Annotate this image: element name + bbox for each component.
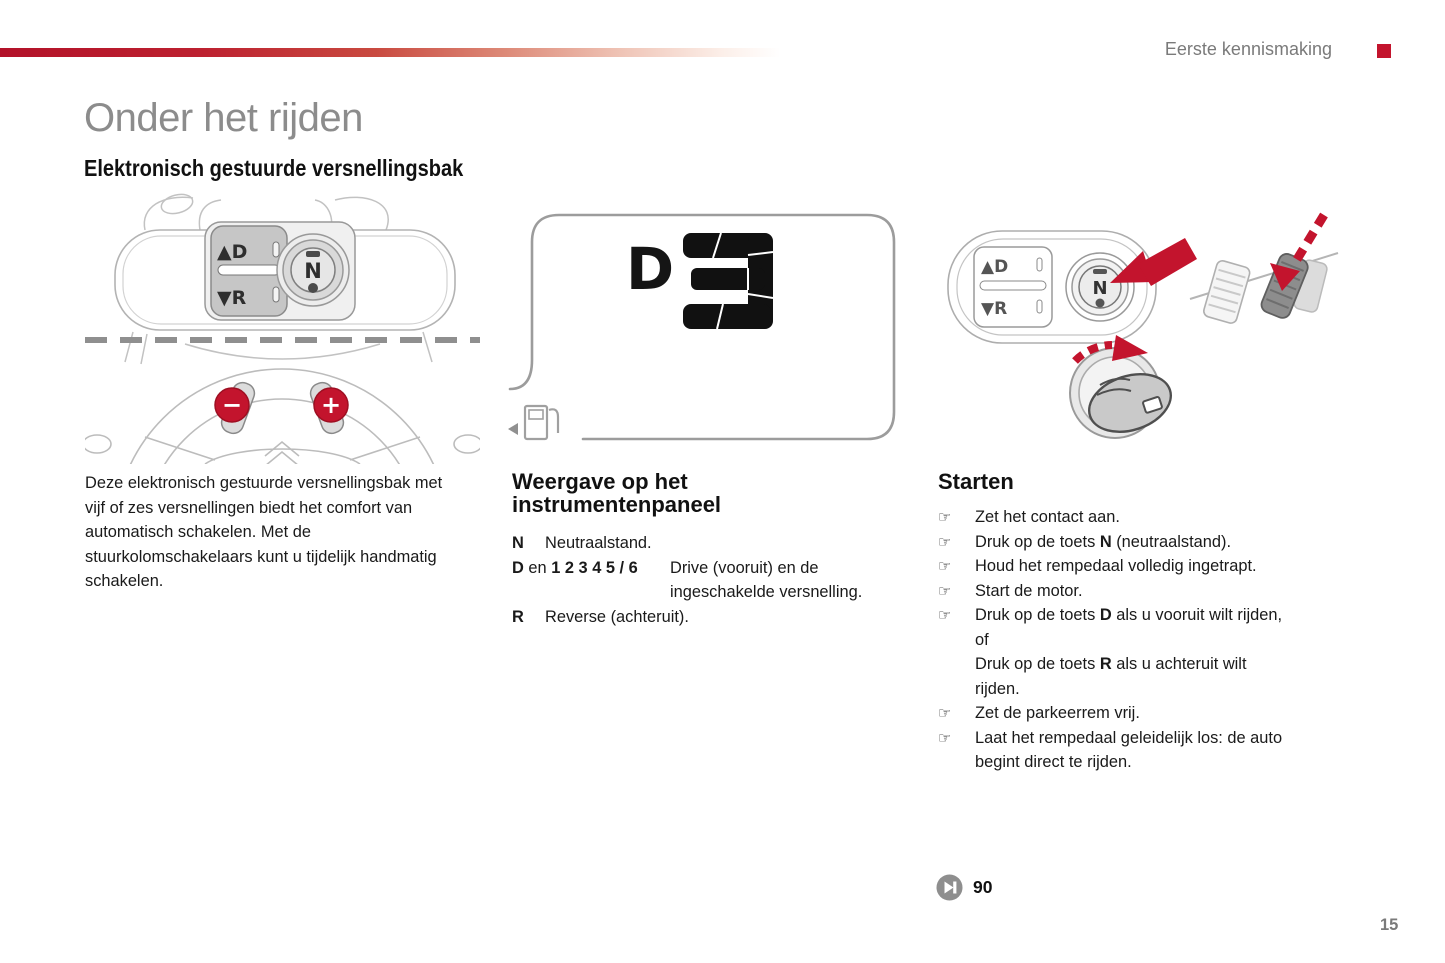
- page-title: Onder het rijden: [84, 96, 363, 140]
- list-item: ☞ Druk op de toets D als u vooruit wilt …: [938, 603, 1338, 701]
- page-number: 15: [1380, 916, 1399, 934]
- reverse-indicator: [272, 286, 280, 303]
- gear-letter-display: D: [626, 235, 674, 303]
- pointing-hand-icon: ☞: [938, 557, 952, 575]
- turn-key-arrow-icon: [1072, 341, 1113, 364]
- lock-icon: [308, 283, 318, 293]
- legend-definition: Reverse (achteruit).: [545, 607, 689, 626]
- legend-row-reverse: R Reverse (achteruit).: [512, 605, 904, 630]
- pedals-drawing: [1189, 212, 1339, 324]
- ignition-key-drawing: [1069, 335, 1173, 439]
- legend-row-neutral: N Neutraalstand.: [512, 531, 904, 556]
- list-item: ☞ Houd het rempedaal volledig ingetrapt.: [938, 554, 1338, 579]
- drive-button-label: ▲D: [217, 241, 247, 263]
- fuel-pump-icon: [508, 404, 560, 441]
- list-item: ☞ Start de motor.: [938, 579, 1338, 604]
- list-item: ☞ Zet het contact aan.: [938, 505, 1338, 530]
- gear-selector-panel: ▲D ▼R N: [204, 221, 356, 321]
- neutral-knob-label: N: [304, 259, 322, 283]
- plus-icon: +: [321, 391, 341, 419]
- page-subtitle: Elektronisch gestuurde versnellingsbak: [84, 155, 464, 181]
- press-n-arrow-icon: [1110, 238, 1197, 286]
- starting-steps-list: ☞ Zet het contact aan. ☞ Druk op de toet…: [938, 505, 1338, 775]
- legend-definition: Drive (vooruit) en de ingeschakelde vers…: [670, 558, 863, 602]
- neutral-knob-label: N: [1092, 278, 1107, 299]
- starting-section-heading: Starten: [938, 469, 1014, 494]
- display-section-heading: Weergave op het instrumentenpaneel: [512, 469, 722, 517]
- display-legend: N Neutraalstand. D en 1 2 3 4 5 / 6 Driv…: [512, 531, 904, 629]
- drive-button-label: ▲D: [981, 257, 1008, 277]
- steering-wheel-outline: [85, 368, 480, 464]
- gearbox-intro-paragraph: Deze elektronisch gestuurde versnellings…: [85, 474, 443, 590]
- display-outline: [508, 213, 896, 441]
- legend-term: R: [512, 607, 524, 626]
- list-item: ☞ Druk op de toets N (neutraalstand).: [938, 530, 1338, 555]
- legend-term: N: [512, 534, 524, 552]
- pointing-hand-icon: ☞: [938, 606, 952, 624]
- starting-procedure-illustration: ▲D ▼R N: [947, 212, 1339, 439]
- pointing-hand-icon: ☞: [938, 728, 952, 747]
- upshift-paddle-badge: [313, 387, 349, 423]
- selector-slot: [217, 264, 281, 276]
- gear-selector-outline: ▲D ▼R N: [947, 230, 1157, 344]
- pointing-hand-icon: ☞: [938, 508, 952, 526]
- legend-definition: Neutraalstand.: [545, 534, 652, 552]
- reverse-button-label: ▼R: [217, 287, 247, 309]
- starting-section: Starten ☞ Zet het contact aan. ☞ Druk op…: [938, 470, 1338, 775]
- skip-forward-icon: [936, 874, 963, 901]
- minus-icon: −: [222, 391, 242, 419]
- gear-number-segment-display: [683, 232, 774, 330]
- pointing-hand-icon: ☞: [938, 704, 952, 722]
- pointing-hand-icon: ☞: [938, 532, 952, 551]
- press-pedal-arrow-icon: [1292, 212, 1328, 264]
- brake-pedal: [1203, 260, 1251, 324]
- list-item: ☞ Laat het rempedaal geleidelijk los: de…: [938, 726, 1338, 775]
- list-item: ☞ Zet de parkeerrem vrij.: [938, 701, 1338, 726]
- cross-reference: 90: [936, 874, 992, 901]
- instrument-display-illustration: D: [508, 213, 896, 441]
- gear-selector-and-paddles-illustration: ▲D ▼R N − +: [85, 193, 480, 464]
- display-section: Weergave op het instrumentenpaneel N Neu…: [512, 470, 904, 629]
- reference-page-number: 90: [973, 877, 993, 897]
- red-gradient-rule: [0, 48, 1445, 57]
- chapter-header: Eerste kennismaking: [1164, 39, 1332, 59]
- downshift-paddle-badge: [214, 387, 250, 423]
- drive-indicator: [272, 241, 280, 258]
- reverse-button-label: ▼R: [981, 299, 1007, 319]
- chevron-logo: [264, 440, 300, 464]
- legend-term: D en 1 2 3 4 5 / 6: [512, 558, 638, 577]
- chapter-marker-square: [1377, 44, 1391, 58]
- knob-mark: [306, 251, 320, 257]
- pointing-hand-icon: ☞: [938, 581, 952, 600]
- legend-row-drive: D en 1 2 3 4 5 / 6 Drive (vooruit) en de…: [512, 556, 904, 605]
